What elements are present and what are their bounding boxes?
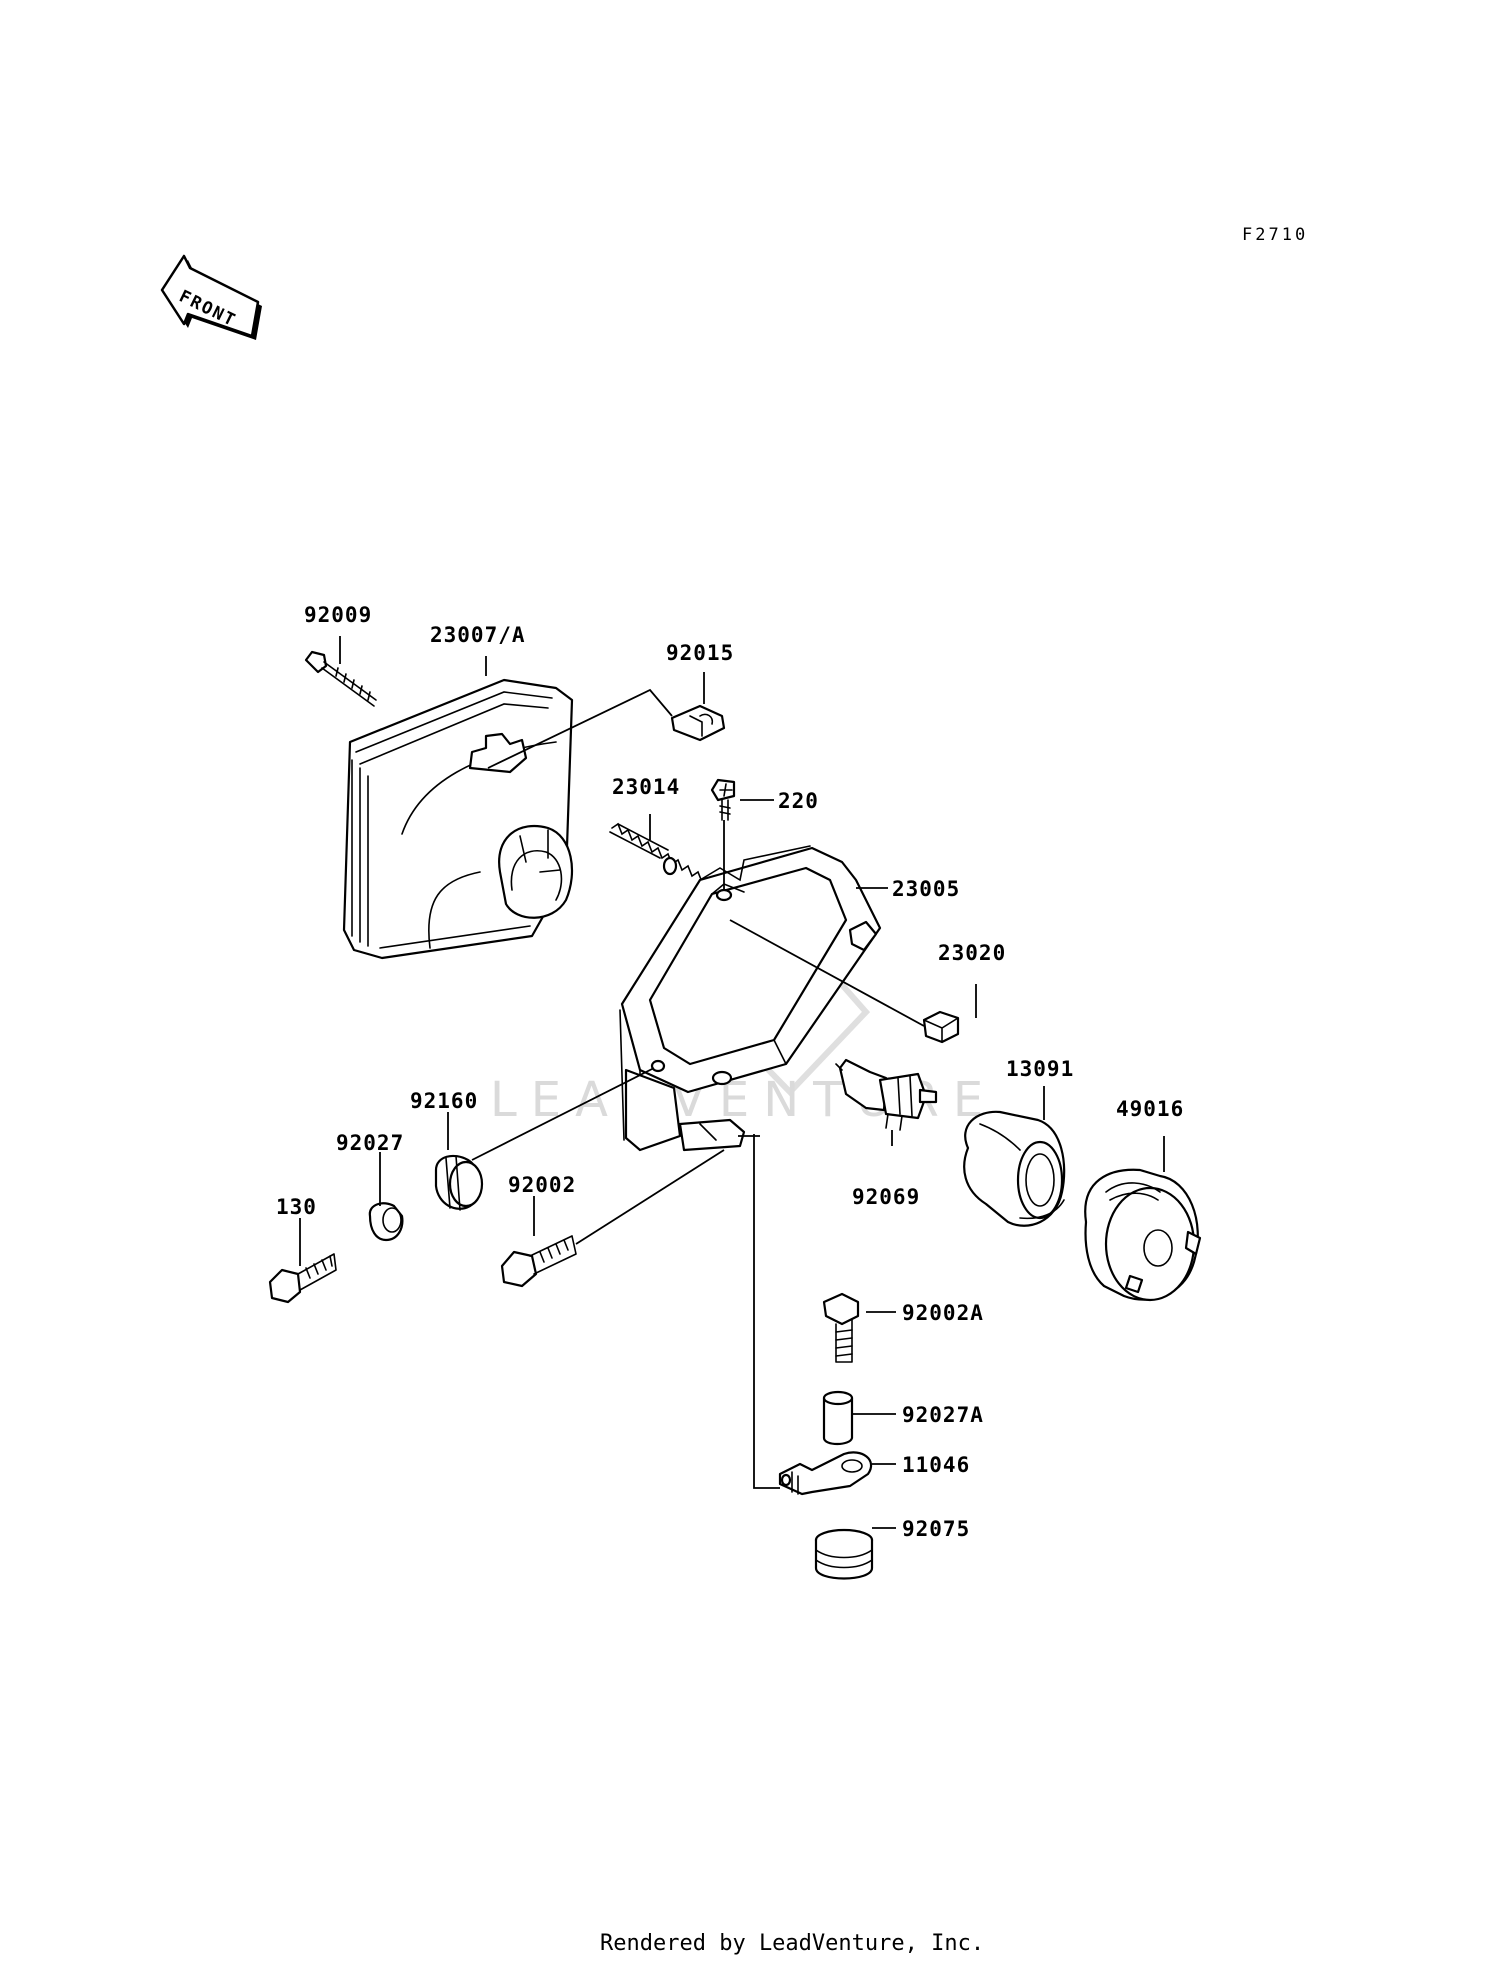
screw-92009 (304, 650, 377, 707)
bracket-11046 (778, 1451, 873, 1496)
footer-credit: Rendered by LeadVenture, Inc. (600, 1931, 984, 1956)
collar-92027A (822, 1390, 854, 1446)
front-arrow-icon: FRONT (160, 254, 262, 340)
callout-92009[interactable]: 92009 (304, 603, 372, 627)
grommet-92160 (434, 1154, 484, 1211)
socket-boot-13091 (963, 1110, 1066, 1227)
leader-lines (299, 636, 1165, 1529)
headlight-housing-23007 (342, 678, 574, 960)
bulb-92069 (835, 1058, 938, 1131)
callout-92002[interactable]: 92002 (508, 1173, 576, 1197)
callout-92027A[interactable]: 92027A (902, 1403, 984, 1427)
callout-92160[interactable]: 92160 (410, 1089, 478, 1113)
collar-92027 (368, 1202, 404, 1242)
callout-49016[interactable]: 49016 (1116, 1097, 1184, 1121)
nut-23020 (922, 1010, 960, 1044)
callout-23005[interactable]: 23005 (892, 877, 960, 901)
callout-220[interactable]: 220 (778, 789, 819, 813)
callout-92027[interactable]: 92027 (336, 1131, 404, 1155)
callout-11046[interactable]: 11046 (902, 1453, 970, 1477)
callout-23014[interactable]: 23014 (612, 775, 680, 799)
callout-92002A[interactable]: 92002A (902, 1301, 984, 1325)
screw-220 (710, 778, 736, 821)
bolt-92002A (822, 1292, 860, 1363)
bolt-92002 (500, 1235, 577, 1288)
callout-130[interactable]: 130 (276, 1195, 317, 1219)
bracket-frame-23005 (619, 845, 882, 1152)
callout-92075[interactable]: 92075 (902, 1517, 970, 1541)
clip-nut-92015 (670, 704, 726, 742)
callout-92069[interactable]: 92069 (852, 1185, 920, 1209)
spring-23014 (609, 822, 703, 883)
bolt-130 (268, 1253, 337, 1304)
dust-cover-49016 (1084, 1168, 1202, 1302)
callout-23007[interactable]: 23007/A (430, 623, 526, 647)
callout-13091[interactable]: 13091 (1006, 1057, 1074, 1081)
callout-92015[interactable]: 92015 (666, 641, 734, 665)
diagram-code: F2710 (1242, 225, 1308, 245)
callout-23020[interactable]: 23020 (938, 941, 1006, 965)
grommet-92075 (814, 1528, 874, 1580)
